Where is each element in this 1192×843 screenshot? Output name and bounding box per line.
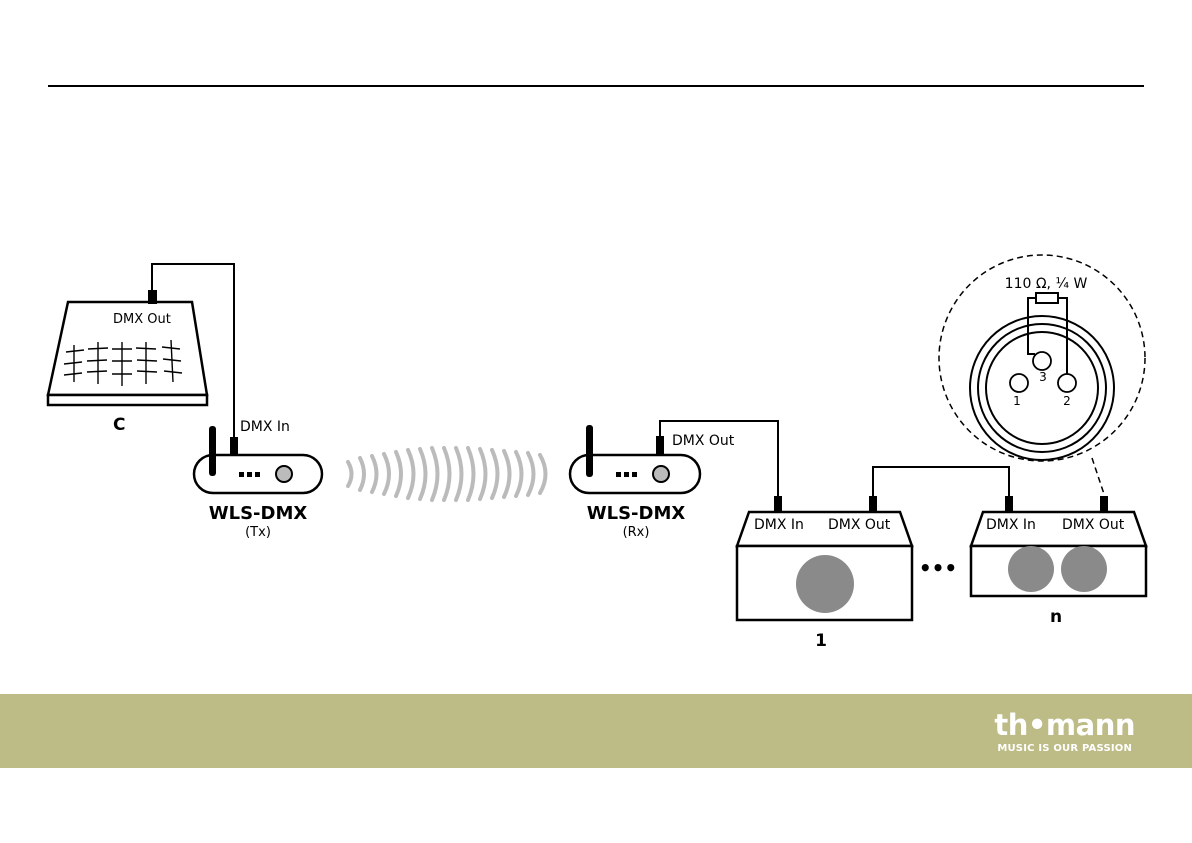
rx-mode: (Rx) — [623, 525, 650, 540]
controller-label: C — [113, 415, 125, 435]
controller-dmx-out-jack — [148, 290, 157, 304]
cable-fixture-1-to-n — [873, 467, 1009, 496]
fixture-n-dmx-in-jack — [1005, 496, 1013, 513]
fixture-n-out-label: DMX Out — [1062, 517, 1125, 533]
xlr-connector — [986, 332, 1098, 444]
fixture-1-in-label: DMX In — [754, 517, 804, 533]
fixture-1-out-label: DMX Out — [828, 517, 891, 533]
fixture-n-in-label: DMX In — [986, 517, 1036, 533]
fixture-n: DMX In DMX Out n — [971, 496, 1146, 627]
xlr-pin-2 — [1058, 374, 1076, 392]
fixture-n-lamp-right — [1061, 546, 1107, 592]
controller-port-label: DMX Out — [113, 312, 171, 327]
tx-model: WLS-DMX — [209, 503, 308, 524]
xlr-pin-1 — [1010, 374, 1028, 392]
chain-ellipsis: ••• — [919, 556, 957, 580]
wireless-signal — [348, 448, 546, 500]
dmx-wiring-diagram: DMX Out C DMX In WLS-DMX (Tx) — [0, 0, 1192, 694]
controller: DMX Out C — [48, 290, 207, 435]
tx-mode: (Tx) — [245, 525, 271, 540]
transmitter: DMX In WLS-DMX (Tx) — [194, 419, 322, 540]
xlr-pin-3 — [1033, 352, 1051, 370]
fixture-1: DMX In DMX Out 1 — [737, 496, 912, 651]
tx-port-label: DMX In — [240, 419, 290, 435]
rx-antenna — [586, 425, 593, 477]
fixture-1-lamp — [796, 555, 854, 613]
fixture-1-dmx-in-jack — [774, 496, 782, 513]
tx-knob — [276, 466, 292, 482]
rx-knob — [653, 466, 669, 482]
pin-label-3: 3 — [1039, 370, 1047, 384]
brand-name: th•mann — [994, 710, 1135, 740]
fixture-1-label: 1 — [815, 631, 827, 651]
rx-dmx-out-jack — [656, 436, 664, 455]
tx-dmx-in-jack — [230, 437, 238, 456]
fixture-n-lamp-left — [1008, 546, 1054, 592]
resistor-label: 110 Ω, ¼ W — [1005, 276, 1088, 292]
tx-antenna — [209, 426, 216, 476]
rx-model: WLS-DMX — [587, 503, 686, 524]
fixture-n-dmx-out-jack — [1100, 496, 1108, 513]
pin-label-2: 2 — [1063, 394, 1071, 408]
rx-port-label: DMX Out — [672, 433, 735, 449]
terminator-detail: 1 2 3 110 Ω, ¼ W — [939, 255, 1145, 494]
fixture-n-label: n — [1050, 607, 1062, 627]
receiver: DMX Out WLS-DMX (Rx) — [570, 425, 735, 540]
callout-leader — [1092, 458, 1104, 494]
fixture-1-dmx-out-jack — [869, 496, 877, 513]
pin-label-1: 1 — [1013, 394, 1021, 408]
brand-logo: th•mann MUSIC IS OUR PASSION — [994, 710, 1135, 754]
brand-tagline: MUSIC IS OUR PASSION — [994, 743, 1135, 754]
resistor — [1036, 293, 1058, 303]
